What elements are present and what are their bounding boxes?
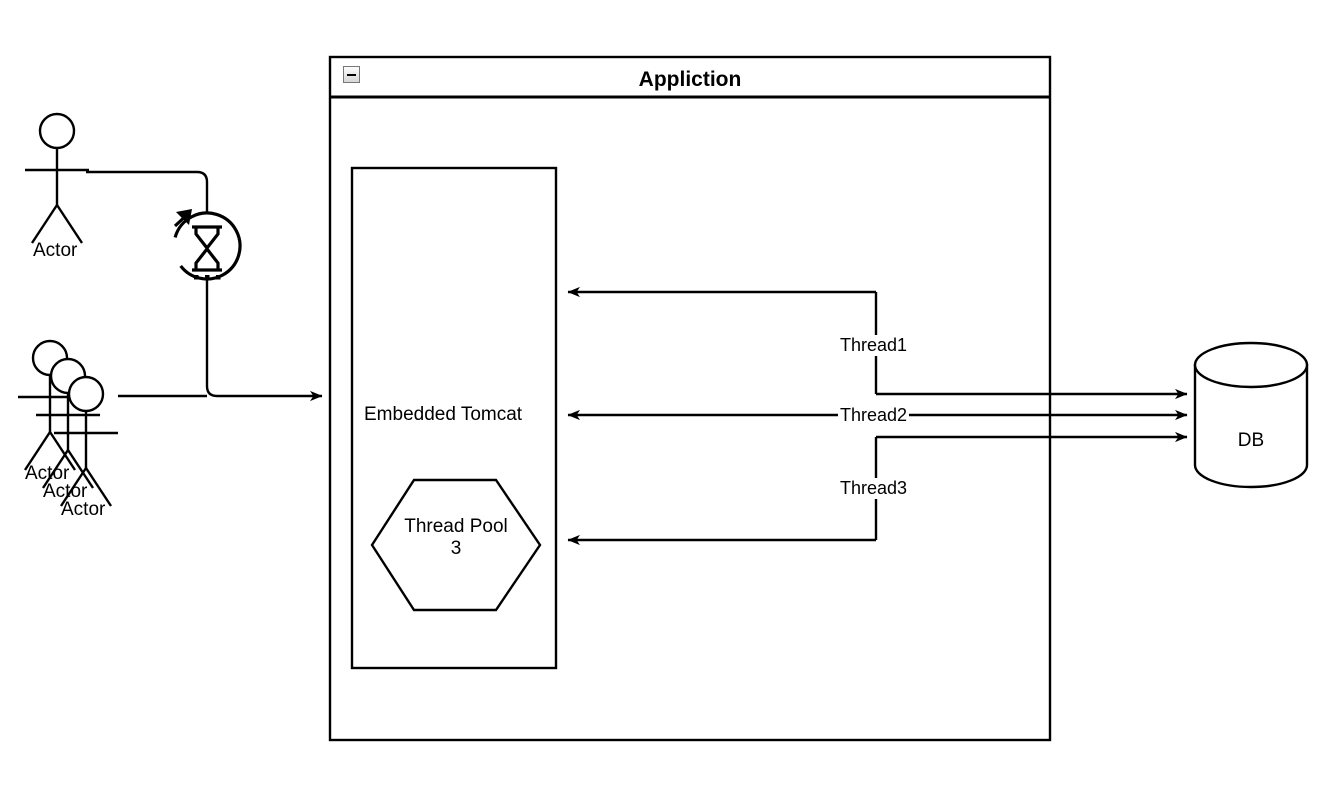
collapse-icon[interactable] [343, 66, 360, 83]
database-label: DB [1237, 430, 1265, 451]
thread-pool-label: Thread Pool 3 [404, 516, 508, 560]
actor-single [25, 112, 89, 244]
actor-group-member-3 [54, 375, 118, 507]
actor-group-label-2: Actor [43, 481, 88, 502]
thread3-label: Thread3 [838, 478, 910, 499]
application-title: Appliction [638, 68, 742, 91]
thread-pool-hexagon [370, 478, 542, 612]
actor-group [18, 339, 118, 507]
actor-to-application-connector [86, 170, 323, 402]
embedded-tomcat-label: Embedded Tomcat [364, 404, 523, 425]
thread-pool-label-line2: 3 [450, 538, 462, 559]
thread1-label: Thread1 [838, 335, 910, 356]
database-cylinder [1193, 341, 1309, 489]
thread2-label: Thread2 [838, 405, 910, 426]
hourglass-retry-icon [172, 209, 242, 281]
thread-pool-label-line1: Thread Pool [404, 516, 508, 537]
actor-single-label: Actor [33, 240, 78, 261]
actor-group-label-1: Actor [25, 463, 70, 484]
actor-group-label-3: Actor [61, 499, 106, 520]
